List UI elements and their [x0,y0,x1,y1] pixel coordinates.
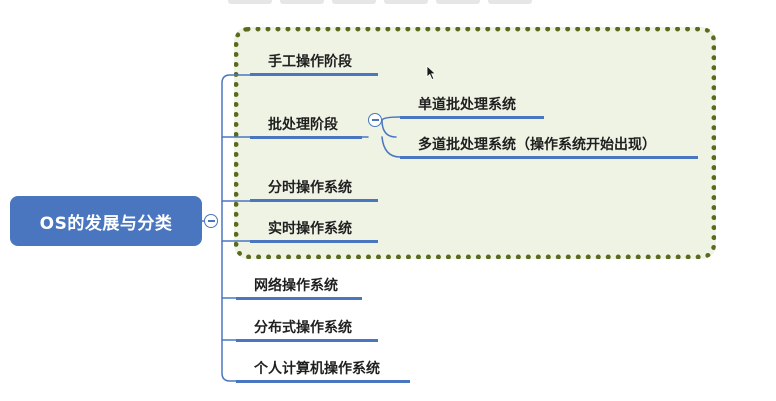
node-underline [250,199,378,202]
toolbar-tab[interactable] [436,0,480,4]
node-multi-batch[interactable]: 多道批处理系统（操作系统开始出现） [418,134,656,154]
node-underline [236,380,410,383]
toolbar-tab[interactable] [384,0,428,4]
toolbar-tab[interactable] [332,0,376,4]
node-batch-processing[interactable]: 批处理阶段 [268,114,338,134]
node-underline [250,73,378,76]
node-label: 单道批处理系统 [418,97,516,113]
node-single-batch[interactable]: 单道批处理系统 [418,94,516,114]
minus-circle-icon[interactable] [368,113,382,127]
node-label: 批处理阶段 [268,117,338,133]
minus-circle-icon[interactable] [204,214,218,228]
sub-connector [381,116,401,121]
node-label: 手工操作阶段 [268,54,352,70]
node-manual-operation[interactable]: 手工操作阶段 [268,51,352,71]
node-personal-computer-os[interactable]: 个人计算机操作系统 [254,358,380,378]
node-real-time[interactable]: 实时操作系统 [268,218,352,238]
node-underline [400,156,698,159]
toolbar-tab[interactable] [228,0,272,4]
node-label: 网络操作系统 [254,278,338,294]
node-underline [400,116,544,119]
node-underline [250,240,378,243]
node-label: 分时操作系统 [268,180,352,196]
main-spine [221,74,251,382]
mouse-pointer-icon [426,65,437,81]
node-label: 多道批处理系统（操作系统开始出现） [418,137,656,153]
toolbar-tab[interactable] [280,0,324,4]
node-time-sharing[interactable]: 分时操作系统 [268,177,352,197]
toolbar-strip [0,0,776,6]
node-label: 个人计算机操作系统 [254,361,380,377]
boundary-group[interactable] [234,27,716,259]
node-underline [236,297,362,300]
sub-connector [381,119,397,138]
node-label: 实时操作系统 [268,221,352,237]
root-node-label: OS的发展与分类 [39,213,173,234]
node-underline [250,136,362,139]
node-underline [236,339,378,342]
node-label: 分布式操作系统 [254,320,352,336]
node-network-os[interactable]: 网络操作系统 [254,275,338,295]
toolbar-tab[interactable] [488,0,532,4]
node-distributed-os[interactable]: 分布式操作系统 [254,317,352,337]
sub-connector [381,136,401,158]
root-node[interactable]: OS的发展与分类 [10,196,202,246]
